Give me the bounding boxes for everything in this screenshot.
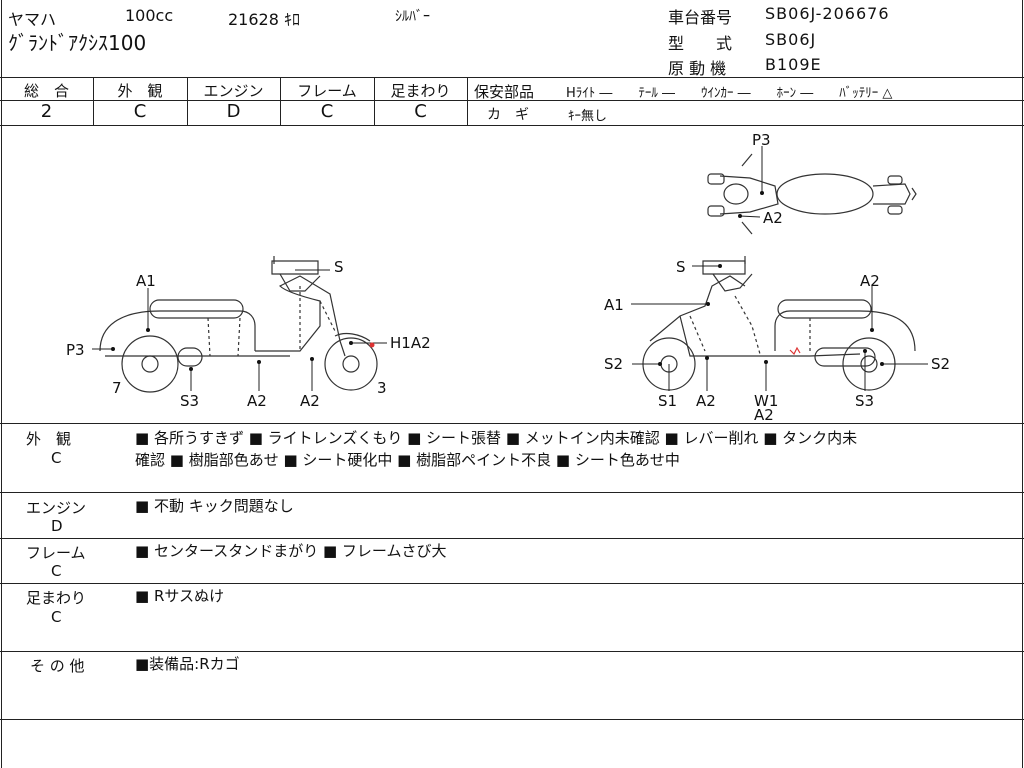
exterior-notes-line1: ■ 各所うすきず ■ ライトレンズくもり ■ シート張替 ■ メットイン内未確認… (135, 429, 858, 447)
label-left-S3: S3 (180, 392, 199, 410)
other-notes-label: そ の 他 (30, 657, 85, 675)
chassis-number-label: 車台番号 (668, 8, 733, 27)
page-bottom-divider (0, 719, 1024, 720)
label-right-W1A2: A2 (754, 406, 774, 424)
model-type-label: 型 式 (668, 34, 733, 53)
label-right-A2top: A2 (860, 272, 880, 290)
label-right-S2a: S2 (604, 355, 623, 373)
displacement: 100cc (125, 6, 174, 25)
damage-diagram: A1 P3 7 S3 A2 A2 3 S H1A2 P3 A2 S A1 A2 … (66, 131, 950, 424)
notes-divider (0, 538, 1024, 539)
suspension-grade-value: C (414, 101, 427, 122)
suspension-notes-grade: C (51, 608, 62, 626)
top-view-scooter (707, 153, 917, 235)
frame-notes-grade: C (51, 562, 62, 580)
key-label: カ ギ (487, 107, 529, 123)
damage-markers (111, 191, 884, 371)
exterior-grade-value: C (133, 101, 147, 122)
model-type-value: SB06J (765, 30, 817, 49)
grade-col-divider (374, 77, 375, 125)
chassis-number-value: SB06J-206676 (765, 4, 890, 23)
engine-type-label: 原 動 機 (668, 59, 727, 78)
overall-grade-value: 2 (40, 101, 53, 122)
other-notes-line1: ■装備品:Rカゴ (135, 655, 240, 673)
notes-divider (0, 583, 1024, 584)
engine-grade-value: D (226, 101, 241, 122)
label-right-A1: A1 (604, 296, 624, 314)
grade-table-bottom (0, 125, 1024, 126)
frame-notes-line1: ■ センタースタンドまがり ■ フレームさび大 (135, 542, 447, 560)
engine-notes-line1: ■ 不動 キック問題なし (135, 497, 294, 515)
exterior-notes-grade: C (51, 449, 62, 467)
label-left-S: S (334, 258, 344, 276)
label-right-S3: S3 (855, 392, 874, 410)
grade-col-divider (187, 77, 188, 125)
label-top-P3: P3 (752, 131, 771, 149)
exterior-notes-label: 外 観 (26, 430, 72, 448)
frame-left-border (1, 0, 2, 768)
exterior-grade-label: 外 観 (117, 82, 163, 100)
label-right-S1: S1 (658, 392, 677, 410)
engine-notes-grade: D (51, 517, 63, 535)
grade-col-divider (93, 77, 94, 125)
notes-divider (0, 651, 1024, 652)
label-right-W1: W1 (754, 392, 778, 410)
right-side-view-scooter (642, 256, 916, 391)
grade-row-divider (0, 100, 1024, 101)
label-top-A2: A2 (763, 209, 783, 227)
diagram-labels: A1 P3 7 S3 A2 A2 3 S H1A2 P3 A2 S A1 A2 … (66, 131, 950, 424)
key-value: ｷｰ無し (568, 109, 608, 124)
suspension-grade-label: 足まわり (390, 82, 451, 100)
exterior-notes-line2: 確認 ■ 樹脂部色あせ ■ シート硬化中 ■ 樹脂部ペイント不良 ■ シート色あ… (135, 451, 680, 469)
leader-lines (92, 146, 928, 391)
label-right-S: S (676, 258, 686, 276)
label-right-A2: A2 (696, 392, 716, 410)
label-left-7: 7 (112, 379, 122, 397)
header-divider (0, 77, 1024, 78)
maker-name: ヤマハ (8, 10, 57, 29)
engine-notes-label: エンジン (26, 499, 87, 517)
label-left-H1A2: H1A2 (390, 334, 431, 352)
suspension-notes-label: 足まわり (26, 589, 87, 607)
engine-type-value: B109E (765, 55, 822, 74)
overall-grade-label: 総 合 (23, 82, 69, 100)
vehicle-color: ｼﾙﾊﾞｰ (395, 9, 430, 25)
safety-parts-items: Hﾗｲﾄ ― ﾃｰﾙ ― ｳｲﾝｶｰ ― ﾎｰﾝ ― ﾊﾞｯﾃﾘｰ △ (566, 86, 893, 101)
label-left-P3: P3 (66, 341, 85, 359)
frame-grade-value: C (320, 101, 334, 122)
notes-divider (0, 492, 1024, 493)
frame-notes-label: フレーム (26, 544, 86, 562)
grade-col-divider (280, 77, 281, 125)
frame-grade-label: フレーム (297, 82, 357, 100)
mileage: 21628 ｷﾛ (228, 10, 300, 29)
label-right-S2b: S2 (931, 355, 950, 373)
diagram-bottom-divider (0, 423, 1024, 424)
model-name: ｸﾞﾗﾝﾄﾞｱｸｼｽ100 (8, 31, 147, 55)
label-left-A2b: A2 (300, 392, 320, 410)
label-left-3: 3 (377, 379, 387, 397)
suspension-notes-line1: ■ Rサスぬけ (135, 587, 225, 605)
left-side-view-scooter (99, 256, 378, 393)
grade-col-divider (467, 77, 468, 125)
label-left-A1: A1 (136, 272, 156, 290)
safety-parts-title: 保安部品 (474, 83, 535, 101)
engine-grade-label: エンジン (203, 82, 264, 100)
label-left-A2a: A2 (247, 392, 267, 410)
frame-right-border (1022, 0, 1023, 768)
